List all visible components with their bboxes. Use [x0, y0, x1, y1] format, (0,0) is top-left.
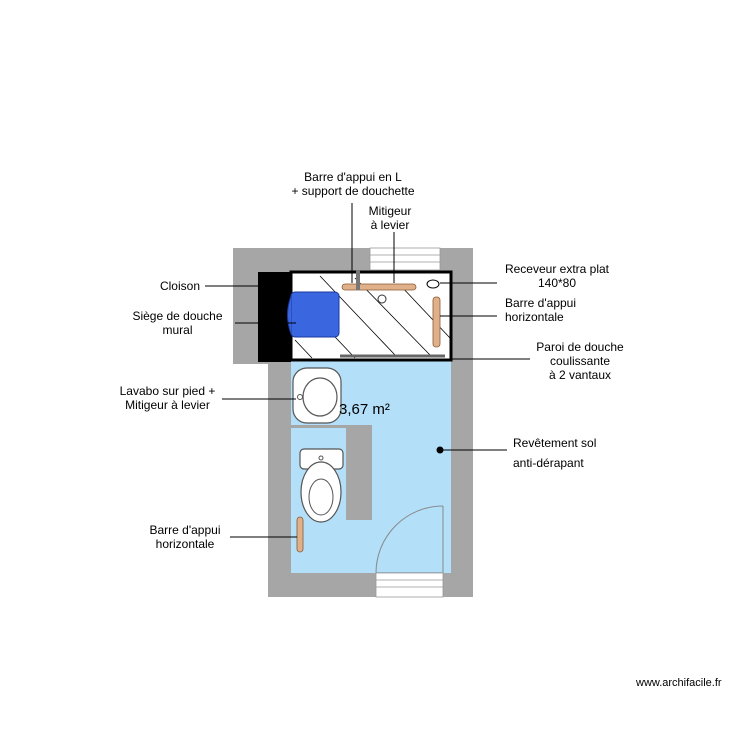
label-basin: Lavabo sur pied + Mitigeur à levier [105, 384, 230, 412]
label-screen-line3: à 2 vantaux [548, 368, 612, 382]
basin [292, 367, 342, 424]
label-floor-line2: anti-dérapant [513, 456, 584, 470]
label-basin-line1: Lavabo sur pied + [119, 384, 216, 398]
door [375, 505, 444, 598]
label-mixer-line2: à levier [370, 218, 410, 232]
mixer-tap [377, 294, 387, 304]
window [369, 247, 441, 271]
partition [258, 272, 291, 362]
label-l-grab-bar-line1: Barre d'appui en L [304, 170, 402, 184]
label-floor: Revêtement sol anti-dérapant [513, 436, 596, 470]
label-hbar-shower-line1: Barre d'appui [505, 296, 577, 310]
toilet [299, 448, 344, 523]
shower-grab-bar [432, 296, 441, 348]
label-seat-line1: Siège de douche [132, 309, 223, 323]
label-hbar-wc-line1: Barre d'appui [149, 523, 221, 537]
label-floor-line1: Revêtement sol [513, 436, 597, 450]
label-mixer: Mitigeur à levier [360, 204, 420, 232]
label-screen-line1: Paroi de douche [536, 340, 624, 354]
label-screen-line2: coulissante [549, 354, 611, 368]
label-wc-grab-bar: Barre d'appui horizontale [130, 523, 240, 551]
label-tray-line2: 140*80 [537, 276, 577, 290]
label-shower-tray: Receveur extra plat 140*80 [492, 262, 622, 290]
l-grab-bar [341, 283, 417, 291]
label-hbar-wc-line2: horizontale [155, 537, 215, 551]
label-l-grab-bar: Barre d'appui en L + support de douchett… [278, 170, 428, 198]
label-partition: Cloison [120, 279, 200, 293]
label-l-grab-bar-line2: + support de douchette [291, 184, 415, 198]
wc-grab-bar [296, 516, 304, 553]
credit-link[interactable]: www.archifacile.fr [636, 677, 722, 689]
label-basin-line2: Mitigeur à levier [125, 398, 210, 412]
area-label: 3,67 m² [339, 401, 390, 418]
drain [426, 279, 440, 289]
label-seat-line2: mural [162, 323, 193, 337]
label-tray-line1: Receveur extra plat [504, 262, 610, 276]
label-mixer-line1: Mitigeur [368, 204, 412, 218]
label-partition-text: Cloison [159, 279, 200, 293]
shower-seat [290, 291, 340, 338]
label-seat: Siège de douche mural [120, 309, 235, 337]
label-shower-grab-bar: Barre d'appui horizontale [505, 296, 576, 324]
label-shower-screen: Paroi de douche coulissante à 2 vantaux [520, 340, 640, 382]
inner-wall [346, 425, 372, 520]
leader-lines [205, 203, 530, 538]
floor-marker [436, 446, 444, 454]
label-hbar-shower-line2: horizontale [505, 310, 564, 324]
